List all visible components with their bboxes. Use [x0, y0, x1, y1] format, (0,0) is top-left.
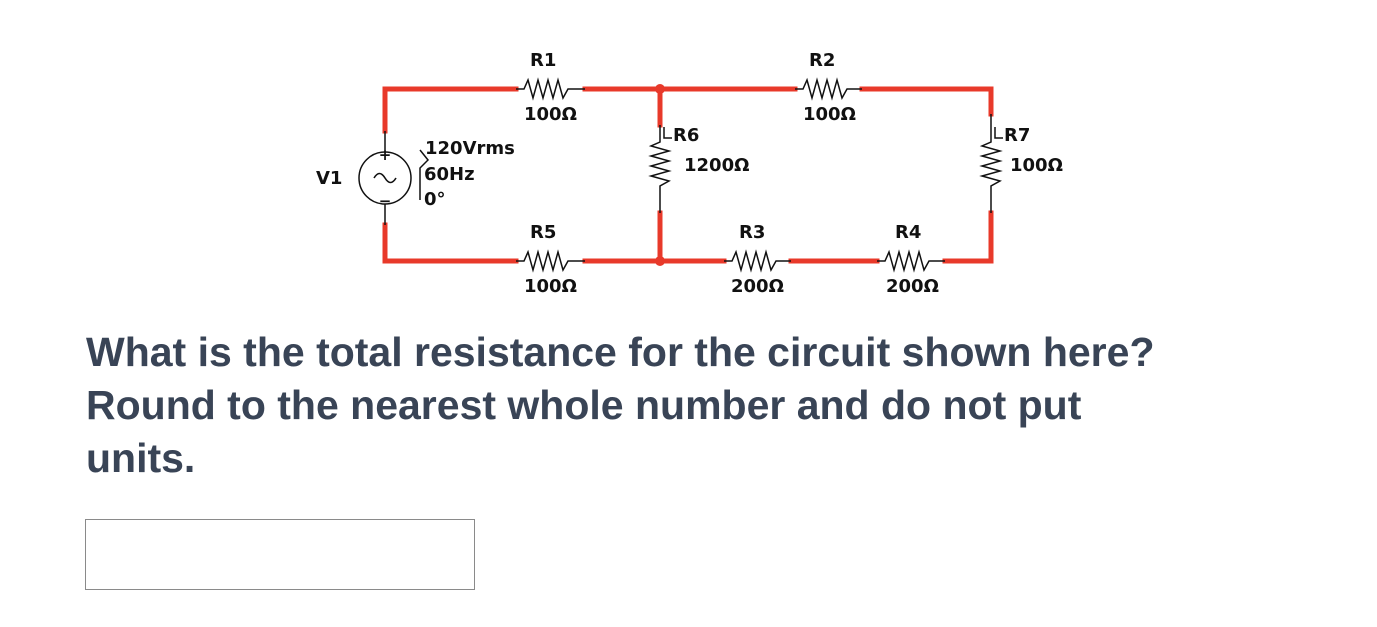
r4-name-label: R4 — [895, 222, 921, 243]
source-label-bracket — [419, 149, 430, 200]
source-name-label: V1 — [316, 168, 342, 189]
circuit-diagram: + − V1 120Vrms 60Hz 0° R1 100Ω R2 100Ω R… — [316, 50, 1063, 297]
r3-value-label: 200Ω — [731, 276, 784, 297]
resistor-r6-icon — [648, 125, 672, 213]
wire-top-left — [382, 86, 519, 134]
r2-name-label: R2 — [809, 50, 835, 71]
source-plus-sign: + — [379, 146, 392, 164]
r6-name-label: R6 — [673, 125, 699, 146]
r4-value-label: 200Ω — [886, 276, 939, 297]
resistor-r7-icon — [979, 114, 1003, 213]
resistor-r3-icon — [724, 249, 791, 273]
source-voltage-label: 120Vrms — [425, 138, 515, 159]
r6-label-hook — [663, 127, 672, 139]
r7-name-label: R7 — [1004, 125, 1030, 146]
r6-value-label: 1200Ω — [684, 155, 749, 176]
source-frequency-label: 60Hz — [424, 164, 475, 185]
resistor-r1-icon — [516, 77, 585, 101]
resistor-r5-icon — [516, 249, 585, 273]
question-line-2: Round to the nearest whole number and do… — [86, 382, 1082, 428]
r1-name-label: R1 — [530, 50, 556, 71]
ac-voltage-source-icon: + − — [358, 131, 412, 225]
question-text: What is the total resistance for the cir… — [86, 326, 1316, 485]
wire-top-right — [859, 86, 994, 117]
junction-node-bottom — [655, 256, 665, 266]
r5-name-label: R5 — [530, 222, 556, 243]
wire-bottom-left — [382, 222, 519, 264]
resistor-r2-icon — [795, 77, 862, 101]
question-line-1: What is the total resistance for the cir… — [86, 329, 1155, 375]
r7-value-label: 100Ω — [1010, 155, 1063, 176]
junction-node-top — [655, 84, 665, 94]
answer-input[interactable] — [85, 519, 475, 590]
source-phase-label: 0° — [424, 189, 446, 210]
r1-value-label: 100Ω — [524, 104, 577, 125]
source-minus-sign: − — [379, 192, 392, 210]
wire-bottom-right — [942, 210, 994, 264]
r5-value-label: 100Ω — [524, 276, 577, 297]
r3-name-label: R3 — [739, 222, 765, 243]
resistor-r4-icon — [877, 249, 945, 273]
question-line-3: units. — [86, 435, 196, 481]
r2-value-label: 100Ω — [803, 104, 856, 125]
r7-label-hook — [994, 127, 1003, 139]
circuit-wires — [382, 86, 994, 264]
